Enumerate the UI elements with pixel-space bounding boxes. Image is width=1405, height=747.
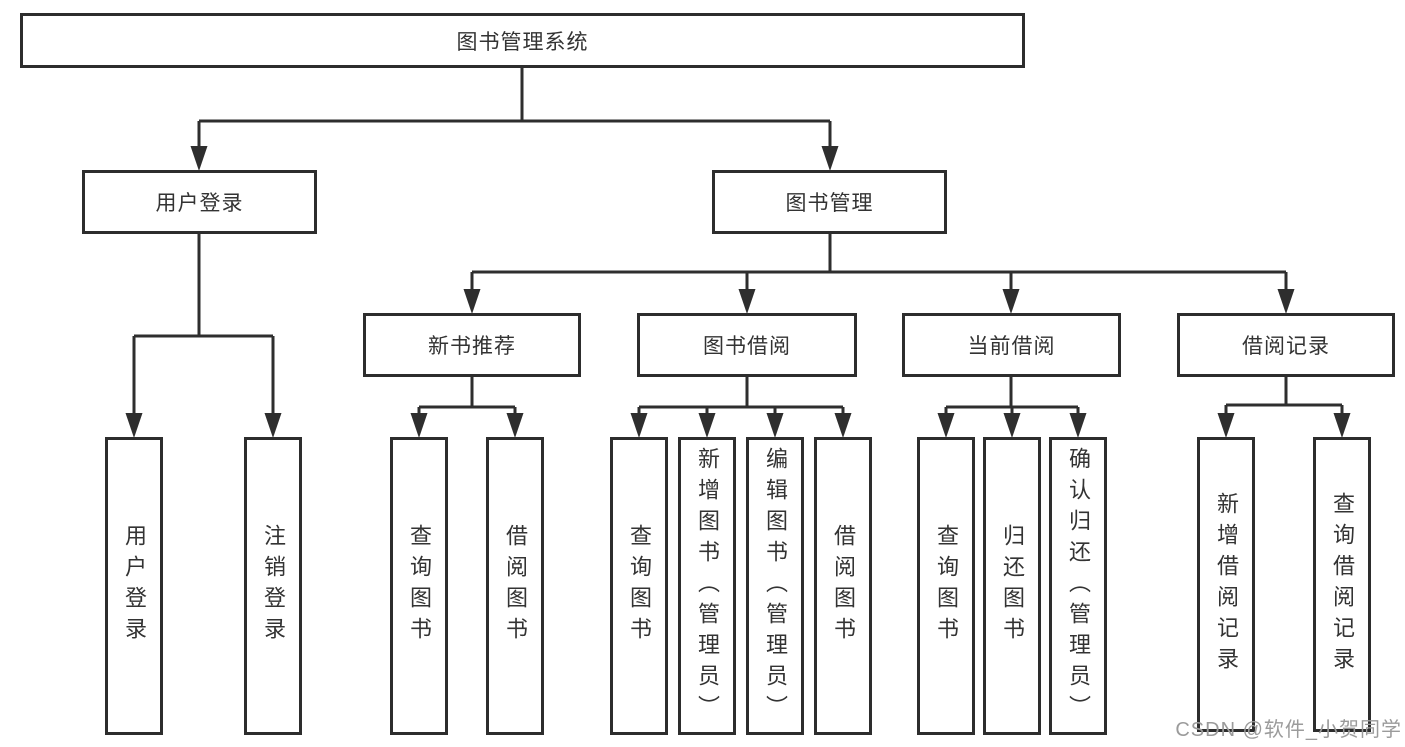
leaf-query-borrow-record: 查询借阅记录 — [1313, 437, 1371, 732]
leaf-confirm-return-admin: 确认归还（管理员） — [1049, 437, 1107, 735]
leaf-user-login: 用户登录 — [105, 437, 163, 735]
node-borrow-records: 借阅记录 — [1177, 313, 1395, 377]
arrowheads — [125, 146, 1351, 438]
leaf-label: 查询图书 — [407, 524, 432, 648]
leaf-label: 借阅图书 — [503, 524, 528, 648]
leaf-borrow-books: 借阅图书 — [814, 437, 872, 735]
leaf-label: 查询借阅记录 — [1330, 491, 1355, 678]
leaf-label: 查询图书 — [627, 524, 652, 648]
leaf-label: 新增图书（管理员） — [695, 446, 720, 726]
leaf-add-borrow-record: 新增借阅记录 — [1197, 437, 1255, 732]
leaf-label: 注销登录 — [261, 524, 286, 648]
node-current-borrow: 当前借阅 — [902, 313, 1121, 377]
leaf-query-books-newbooks: 查询图书 — [390, 437, 448, 735]
csdn-watermark: CSDN @软件_小贺同学 — [1175, 719, 1402, 741]
leaf-borrow-books-newbooks: 借阅图书 — [486, 437, 544, 735]
node-root: 图书管理系统 — [20, 13, 1025, 68]
leaf-label: 借阅图书 — [831, 524, 856, 648]
node-book-borrow: 图书借阅 — [637, 313, 857, 377]
leaf-label: 归还图书 — [1000, 524, 1025, 648]
leaf-return-books: 归还图书 — [983, 437, 1041, 735]
leaf-logout: 注销登录 — [244, 437, 302, 735]
leaf-label: 确认归还（管理员） — [1066, 446, 1091, 726]
leaf-label: 编辑图书（管理员） — [763, 446, 788, 726]
node-new-books: 新书推荐 — [363, 313, 581, 377]
leaf-label: 查询图书 — [934, 524, 959, 648]
node-book-mgmt: 图书管理 — [712, 170, 947, 234]
leaf-label: 新增借阅记录 — [1214, 491, 1239, 678]
leaf-label: 用户登录 — [122, 524, 147, 648]
leaf-add-books-admin: 新增图书（管理员） — [678, 437, 736, 735]
leaf-query-books-borrow: 查询图书 — [610, 437, 668, 735]
leaf-edit-books-admin: 编辑图书（管理员） — [746, 437, 804, 735]
node-user-login: 用户登录 — [82, 170, 317, 234]
leaf-query-books-current: 查询图书 — [917, 437, 975, 735]
